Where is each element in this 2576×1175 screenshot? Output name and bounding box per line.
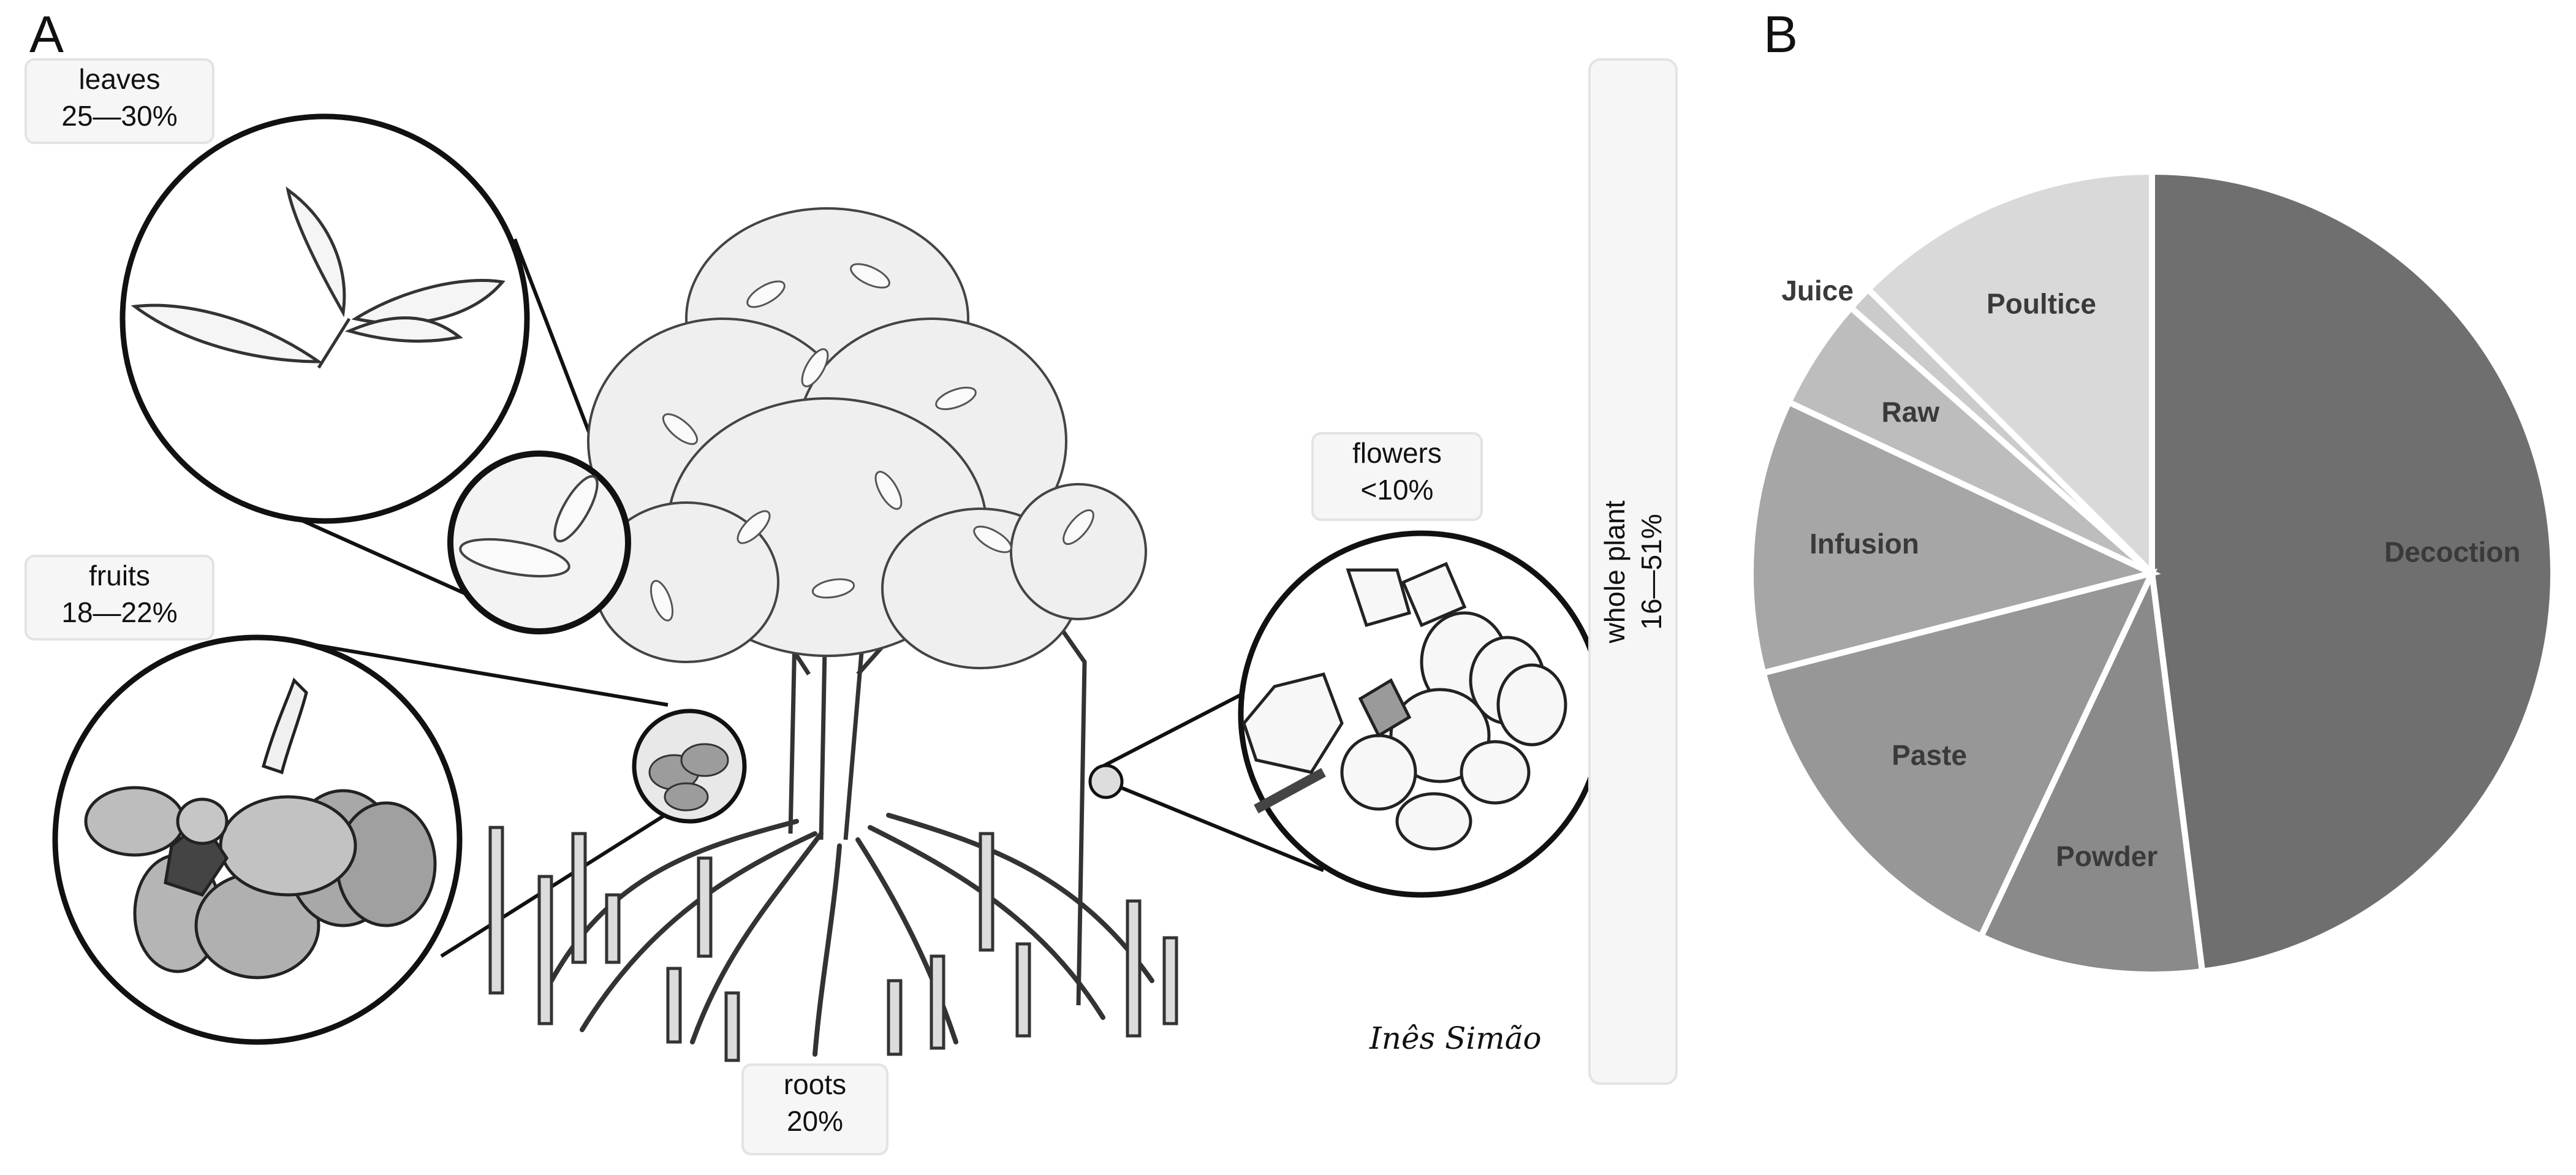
pie-slice-poultice: [1863, 168, 2155, 581]
root-system: [549, 813, 1154, 1057]
pie-label-infusion: Infusion: [1809, 528, 1919, 560]
pie-slices: [1748, 168, 2556, 978]
pie-label-raw: Raw: [1882, 396, 1940, 428]
pie-label-juice: Juice: [1781, 275, 1854, 306]
pie-slice-paste: [1759, 568, 2158, 941]
flowers-label: flowers <10%: [1311, 432, 1483, 521]
pie-slice-powder: [1977, 562, 2206, 978]
whole-plant-label: whole plant 16—51%: [1588, 58, 1678, 1085]
pie-label-paste: Paste: [1892, 739, 1967, 771]
roots-label-pct: 20%: [786, 1105, 844, 1137]
fruits-zoom-circle: [52, 634, 463, 1045]
flowers-zoom-circle: [1238, 530, 1605, 898]
pie-label-poultice: Poultice: [1987, 287, 2096, 319]
leaves-zoom-circle: [119, 113, 530, 524]
flowers-label-pct: <10%: [1360, 474, 1434, 506]
fruits-label-name: fruits: [89, 560, 150, 591]
pie-slice-decoction: [2149, 168, 2556, 975]
roots-label-name: roots: [783, 1068, 847, 1100]
leaf-highlight-leaves: [459, 475, 599, 577]
leaves-label-name: leaves: [78, 63, 161, 95]
mangrove-plant-illustration: [52, 113, 1605, 1062]
pie-label-decoction: Decoction: [2384, 536, 2520, 568]
fruits-label: fruits 18—22%: [25, 555, 214, 641]
artist-signature: Inês Simão: [1369, 1021, 1542, 1056]
pneumatophores: [488, 826, 1178, 1062]
leaves-label-pct: 25—30%: [61, 100, 178, 132]
canopy: [587, 207, 1147, 669]
pie-slice-infusion: [1748, 398, 2161, 677]
panel-letter-b: B: [1763, 6, 1798, 63]
leaves-label: leaves 25—30%: [25, 58, 214, 144]
pie-label-powder: Powder: [2056, 840, 2157, 872]
flower-highlight-circle: [1088, 764, 1124, 799]
fruits-label-pct: 18—22%: [61, 596, 178, 628]
roots-label: roots 20%: [741, 1063, 888, 1155]
canopy-leaves: [650, 263, 1094, 622]
fruit-highlight-fruits: [648, 743, 729, 812]
flowers-label-name: flowers: [1352, 437, 1442, 469]
panel-letter-a: A: [29, 6, 64, 63]
